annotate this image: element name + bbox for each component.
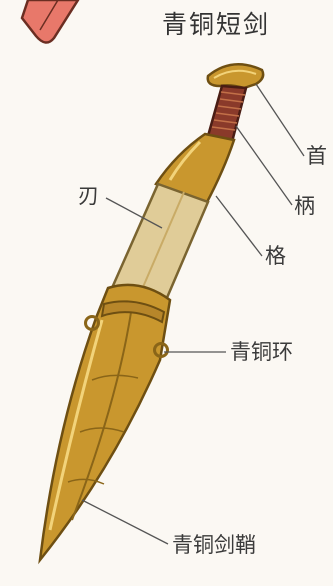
leader-line-ren [105, 197, 163, 229]
bronze-ring-right [153, 342, 169, 358]
leader-line-ge [215, 195, 263, 257]
label-grip: 柄 [294, 194, 315, 218]
grip-windings [211, 91, 246, 131]
leader-line-shou [255, 83, 305, 157]
corner-object [20, 0, 80, 44]
label-bronze-ring: 青铜环 [230, 340, 293, 364]
leader-line-qiao [81, 499, 169, 545]
label-scabbard: 青铜剑鞘 [172, 533, 256, 557]
leader-line-bing [235, 125, 293, 206]
label-pommel: 首 [306, 144, 327, 168]
diagram-title: 青铜短剑 [162, 10, 271, 39]
bronze-ring-left [84, 315, 100, 331]
label-blade: 刃 [78, 184, 99, 208]
pommel [206, 63, 265, 90]
leader-lines [81, 83, 305, 545]
label-guard: 格 [265, 244, 286, 268]
blade [110, 182, 210, 302]
